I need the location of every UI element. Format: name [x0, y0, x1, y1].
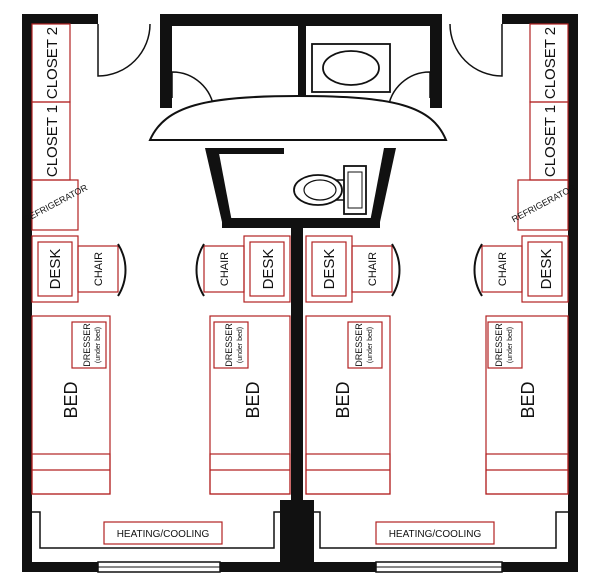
dresser-right-label: DRESSER	[494, 323, 504, 367]
desk-right-label: DESK	[538, 249, 555, 290]
wall-bottom-right-b	[502, 562, 578, 572]
right-room	[305, 23, 569, 545]
dresser-note-left: (under bed)	[95, 327, 102, 363]
dresser-mid-right-label: DRESSER	[354, 323, 364, 367]
closet-1-left-label: CLOSET 1	[44, 105, 61, 177]
refrigerator-left	[31, 179, 79, 231]
sink-icon	[322, 50, 380, 86]
desk-left-label: DESK	[47, 249, 64, 290]
bath-vanity	[148, 94, 448, 141]
chair-left-label: CHAIR	[93, 252, 105, 286]
dresser-left-label: DRESSER	[82, 323, 92, 367]
wall-bottom-left-a	[22, 562, 98, 572]
dresser-mid-right	[347, 321, 383, 369]
desk-mid-right-label: DESK	[321, 249, 338, 290]
dresser-left	[71, 321, 107, 369]
wall-bath-top	[160, 14, 442, 26]
left-room	[31, 23, 291, 545]
desk-right-inner	[527, 241, 563, 297]
wall-bath-bottom	[222, 218, 380, 228]
door-right	[449, 23, 503, 77]
chair-right-label: CHAIR	[497, 252, 509, 286]
dresser-mid-left	[213, 321, 249, 369]
desk-left-inner	[37, 241, 73, 297]
wall-bottom-right-a	[304, 562, 376, 572]
closet-2-left-label: CLOSET 2	[44, 27, 61, 99]
bathroom-fixtures	[293, 43, 391, 215]
room-left-corner	[32, 511, 280, 549]
bed-left-foot	[31, 453, 111, 495]
wall-bath-left	[160, 14, 172, 108]
room-right-corner	[314, 511, 568, 549]
wall-bath-mid	[218, 148, 284, 154]
dresser-note-mid-left: (under bed)	[237, 327, 244, 363]
desk-mid-right-inner	[311, 241, 347, 297]
bed-right-foot	[485, 453, 569, 495]
door-left	[97, 23, 151, 77]
desk-mid-left-label: DESK	[260, 249, 277, 290]
wall-divider	[291, 228, 303, 562]
wall-bottom-left-b	[220, 562, 292, 572]
wall-top-left	[22, 14, 98, 24]
refrigerator-right	[517, 179, 569, 231]
bed-left-label: BED	[61, 381, 81, 418]
chair-mid-right	[351, 245, 393, 293]
chair-mid-right-label: CHAIR	[367, 252, 379, 286]
bed-mid-left-label: BED	[243, 381, 263, 418]
desk-mid-left-inner	[249, 241, 285, 297]
dresser-mid-left-label: DRESSER	[224, 323, 234, 367]
chair-left	[77, 245, 119, 293]
heating-right	[375, 521, 495, 545]
closet-1-right-label: CLOSET 1	[542, 105, 559, 177]
bed-mid-right-foot	[305, 453, 391, 495]
bed-mid-left-foot	[209, 453, 291, 495]
bed-right-label: BED	[518, 381, 538, 418]
chair-mid-left-label: CHAIR	[219, 252, 231, 286]
heating-left-label: HEATING/COOLING	[117, 529, 210, 540]
closet-2-right-label: CLOSET 2	[542, 27, 559, 99]
wall-right-outer	[568, 14, 578, 572]
wall-funnel-left	[205, 148, 232, 222]
walls	[22, 14, 578, 573]
bed-mid-right-label: BED	[333, 381, 353, 418]
dresser-note-mid-right: (under bed)	[367, 327, 374, 363]
chair-backs	[117, 243, 483, 297]
dresser-right	[487, 321, 523, 369]
wall-bath-right	[430, 14, 442, 108]
dresser-note-right: (under bed)	[507, 327, 514, 363]
wall-divider-foot	[280, 500, 314, 572]
heating-right-label: HEATING/COOLING	[389, 529, 482, 540]
toilet-tank	[343, 165, 367, 215]
wall-top-right	[502, 14, 578, 24]
chair-mid-left	[203, 245, 245, 293]
wall-left-outer	[22, 14, 32, 572]
doors	[97, 23, 503, 141]
wall-bath-center	[298, 26, 306, 96]
wall-funnel-right	[370, 148, 396, 222]
heating-left	[103, 521, 223, 545]
chair-right	[481, 245, 523, 293]
